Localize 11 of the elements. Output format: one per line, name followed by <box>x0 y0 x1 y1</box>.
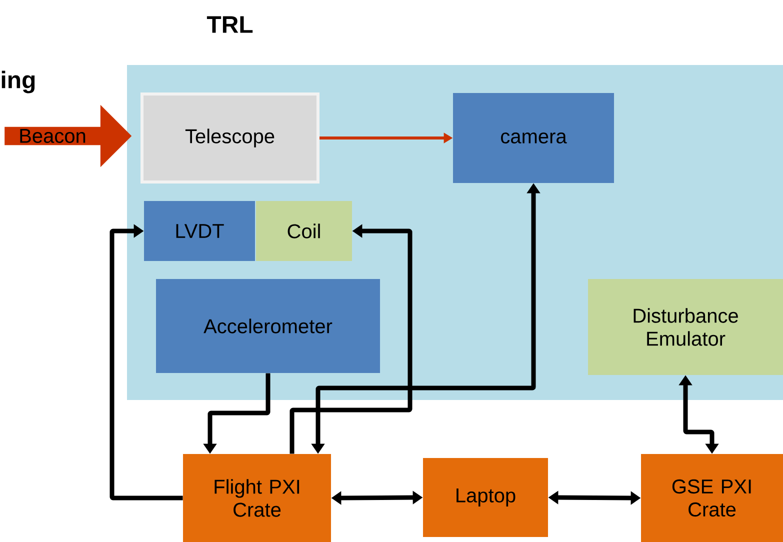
crate-box: GSE PXI Crate <box>641 454 783 542</box>
node-label: TRL <box>206 16 253 33</box>
accelerometer-box: Accelerometer <box>156 279 380 373</box>
laptop-box: Laptop <box>423 458 548 537</box>
camera-box: camera <box>453 93 614 183</box>
emulator-box: Disturbance Emulator <box>588 279 783 375</box>
coil-box: Coil <box>256 201 352 261</box>
arrow <box>110 224 183 500</box>
sensor-box: LVDT <box>144 201 255 261</box>
telescope-box: Telescope <box>140 92 320 184</box>
crate-box: Flight PXI Crate <box>183 454 331 542</box>
